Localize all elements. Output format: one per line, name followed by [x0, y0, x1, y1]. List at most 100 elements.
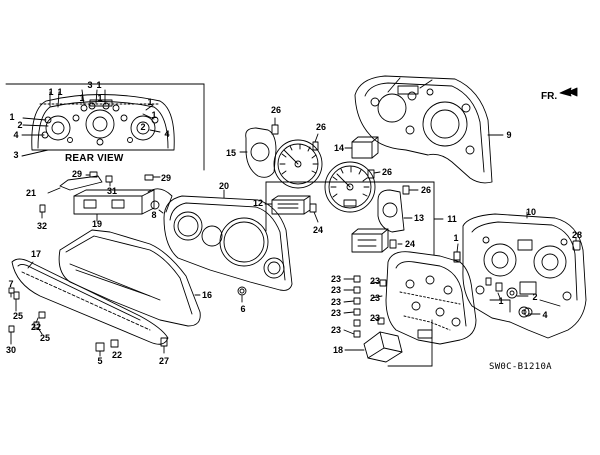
part-24-module: [351, 228, 403, 253]
callout-2: 2: [140, 122, 146, 132]
callout-1: 1: [147, 97, 153, 107]
part-19-wire-harness: [73, 188, 173, 222]
part-16-meter-bezel: [58, 229, 201, 327]
part-9-rear-case: [354, 75, 504, 184]
callout-27: 27: [158, 356, 170, 366]
callout-29: 29: [160, 173, 172, 183]
callout-4: 4: [13, 130, 19, 140]
callout-31: 31: [106, 186, 118, 196]
part-21-bracket: [47, 175, 103, 194]
callout-18: 18: [332, 345, 344, 355]
callout-20: 20: [218, 181, 230, 191]
part-18-connector: [344, 319, 433, 367]
callout-23: 23: [330, 297, 342, 307]
callout-6: 6: [240, 304, 246, 314]
callout-29: 29: [71, 169, 83, 179]
callout-23: 23: [330, 285, 342, 295]
part-31-clip: [105, 175, 113, 187]
callout-13: 13: [413, 213, 425, 223]
part-23-bulbs: [343, 275, 387, 338]
part-26-screws: [271, 117, 419, 195]
rear-view-label: REAR VIEW: [63, 153, 126, 164]
callout-25: 25: [39, 333, 51, 343]
callout-22: 22: [111, 350, 123, 360]
callout-1: 1: [48, 87, 54, 97]
callout-4: 4: [164, 129, 170, 139]
part-2-socket-right: [506, 287, 529, 299]
part-13-temp-gauge: [377, 189, 413, 233]
part-24-screw-upper: [309, 203, 319, 223]
part-11-gauge-assembly-bracket: [265, 181, 444, 256]
callout-23: 23: [369, 313, 381, 323]
callout-23: 23: [330, 274, 342, 284]
callout-26: 26: [381, 167, 393, 177]
callout-1: 1: [498, 296, 504, 306]
callout-1: 1: [97, 93, 103, 103]
part-17-meter-lens: [11, 258, 169, 345]
part-27-clip: [160, 337, 168, 354]
part-25-screws: [13, 291, 43, 335]
callout-2: 2: [17, 120, 23, 130]
part-12-fuel-gauge: [264, 195, 311, 215]
rear-view-inset: [5, 83, 205, 171]
tachometer-dial: [324, 161, 376, 213]
callout-26: 26: [315, 122, 327, 132]
part-3-bulb-right: [485, 277, 492, 286]
callout-30: 30: [5, 345, 17, 355]
flexible-printed-circuit: [385, 251, 477, 345]
callout-25: 25: [12, 311, 24, 321]
part-20-meter-visor: [163, 189, 293, 291]
callout-21: 21: [25, 188, 37, 198]
callout-1: 1: [79, 93, 85, 103]
part-30-screw: [8, 325, 15, 345]
callout-23: 23: [330, 325, 342, 335]
callout-14: 14: [333, 143, 345, 153]
part-7-clip: [8, 287, 15, 298]
callout-26: 26: [420, 185, 432, 195]
callout-23: 23: [369, 293, 381, 303]
part-5-knob: [95, 342, 105, 357]
callout-23: 23: [369, 276, 381, 286]
callout-24: 24: [312, 225, 324, 235]
callout-2: 2: [532, 292, 538, 302]
front-direction-arrow: [559, 87, 578, 97]
part-28-bulb: [572, 237, 581, 251]
callout-9: 9: [506, 130, 512, 140]
callout-1: 1: [453, 233, 459, 243]
callout-22: 22: [30, 322, 42, 332]
front-direction-label: FR.: [541, 91, 558, 102]
callout-1: 1: [151, 110, 157, 120]
callout-3: 3: [87, 80, 93, 90]
part-29-clips: [85, 171, 161, 181]
callout-3: 3: [13, 150, 19, 160]
part-4-socket-right: [518, 306, 541, 318]
callout-1: 1: [9, 112, 15, 122]
callout-12: 12: [252, 198, 264, 208]
speedometer-dial: [273, 139, 323, 189]
part-1-bulbs-right: [453, 243, 503, 299]
callout-4: 4: [542, 310, 548, 320]
callout-32: 32: [36, 221, 48, 231]
callout-17: 17: [30, 249, 42, 259]
callout-15: 15: [225, 148, 237, 158]
callout-1: 1: [57, 87, 63, 97]
callout-16: 16: [201, 290, 213, 300]
part-14-connector: [344, 136, 379, 159]
part-10-circuit-board: [462, 211, 587, 339]
callout-7: 7: [8, 279, 14, 289]
callout-11: 11: [447, 214, 457, 224]
part-8-socket: [150, 200, 164, 214]
callout-28: 28: [571, 230, 583, 240]
diagram-code: SW0C-B1210A: [489, 362, 552, 372]
callout-23: 23: [330, 308, 342, 318]
callout-10: 10: [525, 207, 537, 217]
part-32-screw: [39, 204, 46, 219]
callout-26: 26: [270, 105, 282, 115]
part-6-knob: [237, 286, 247, 303]
part-15-gauge: [239, 127, 277, 178]
callout-5: 5: [97, 356, 103, 366]
callout-24: 24: [404, 239, 416, 249]
callout-1: 1: [96, 80, 102, 90]
